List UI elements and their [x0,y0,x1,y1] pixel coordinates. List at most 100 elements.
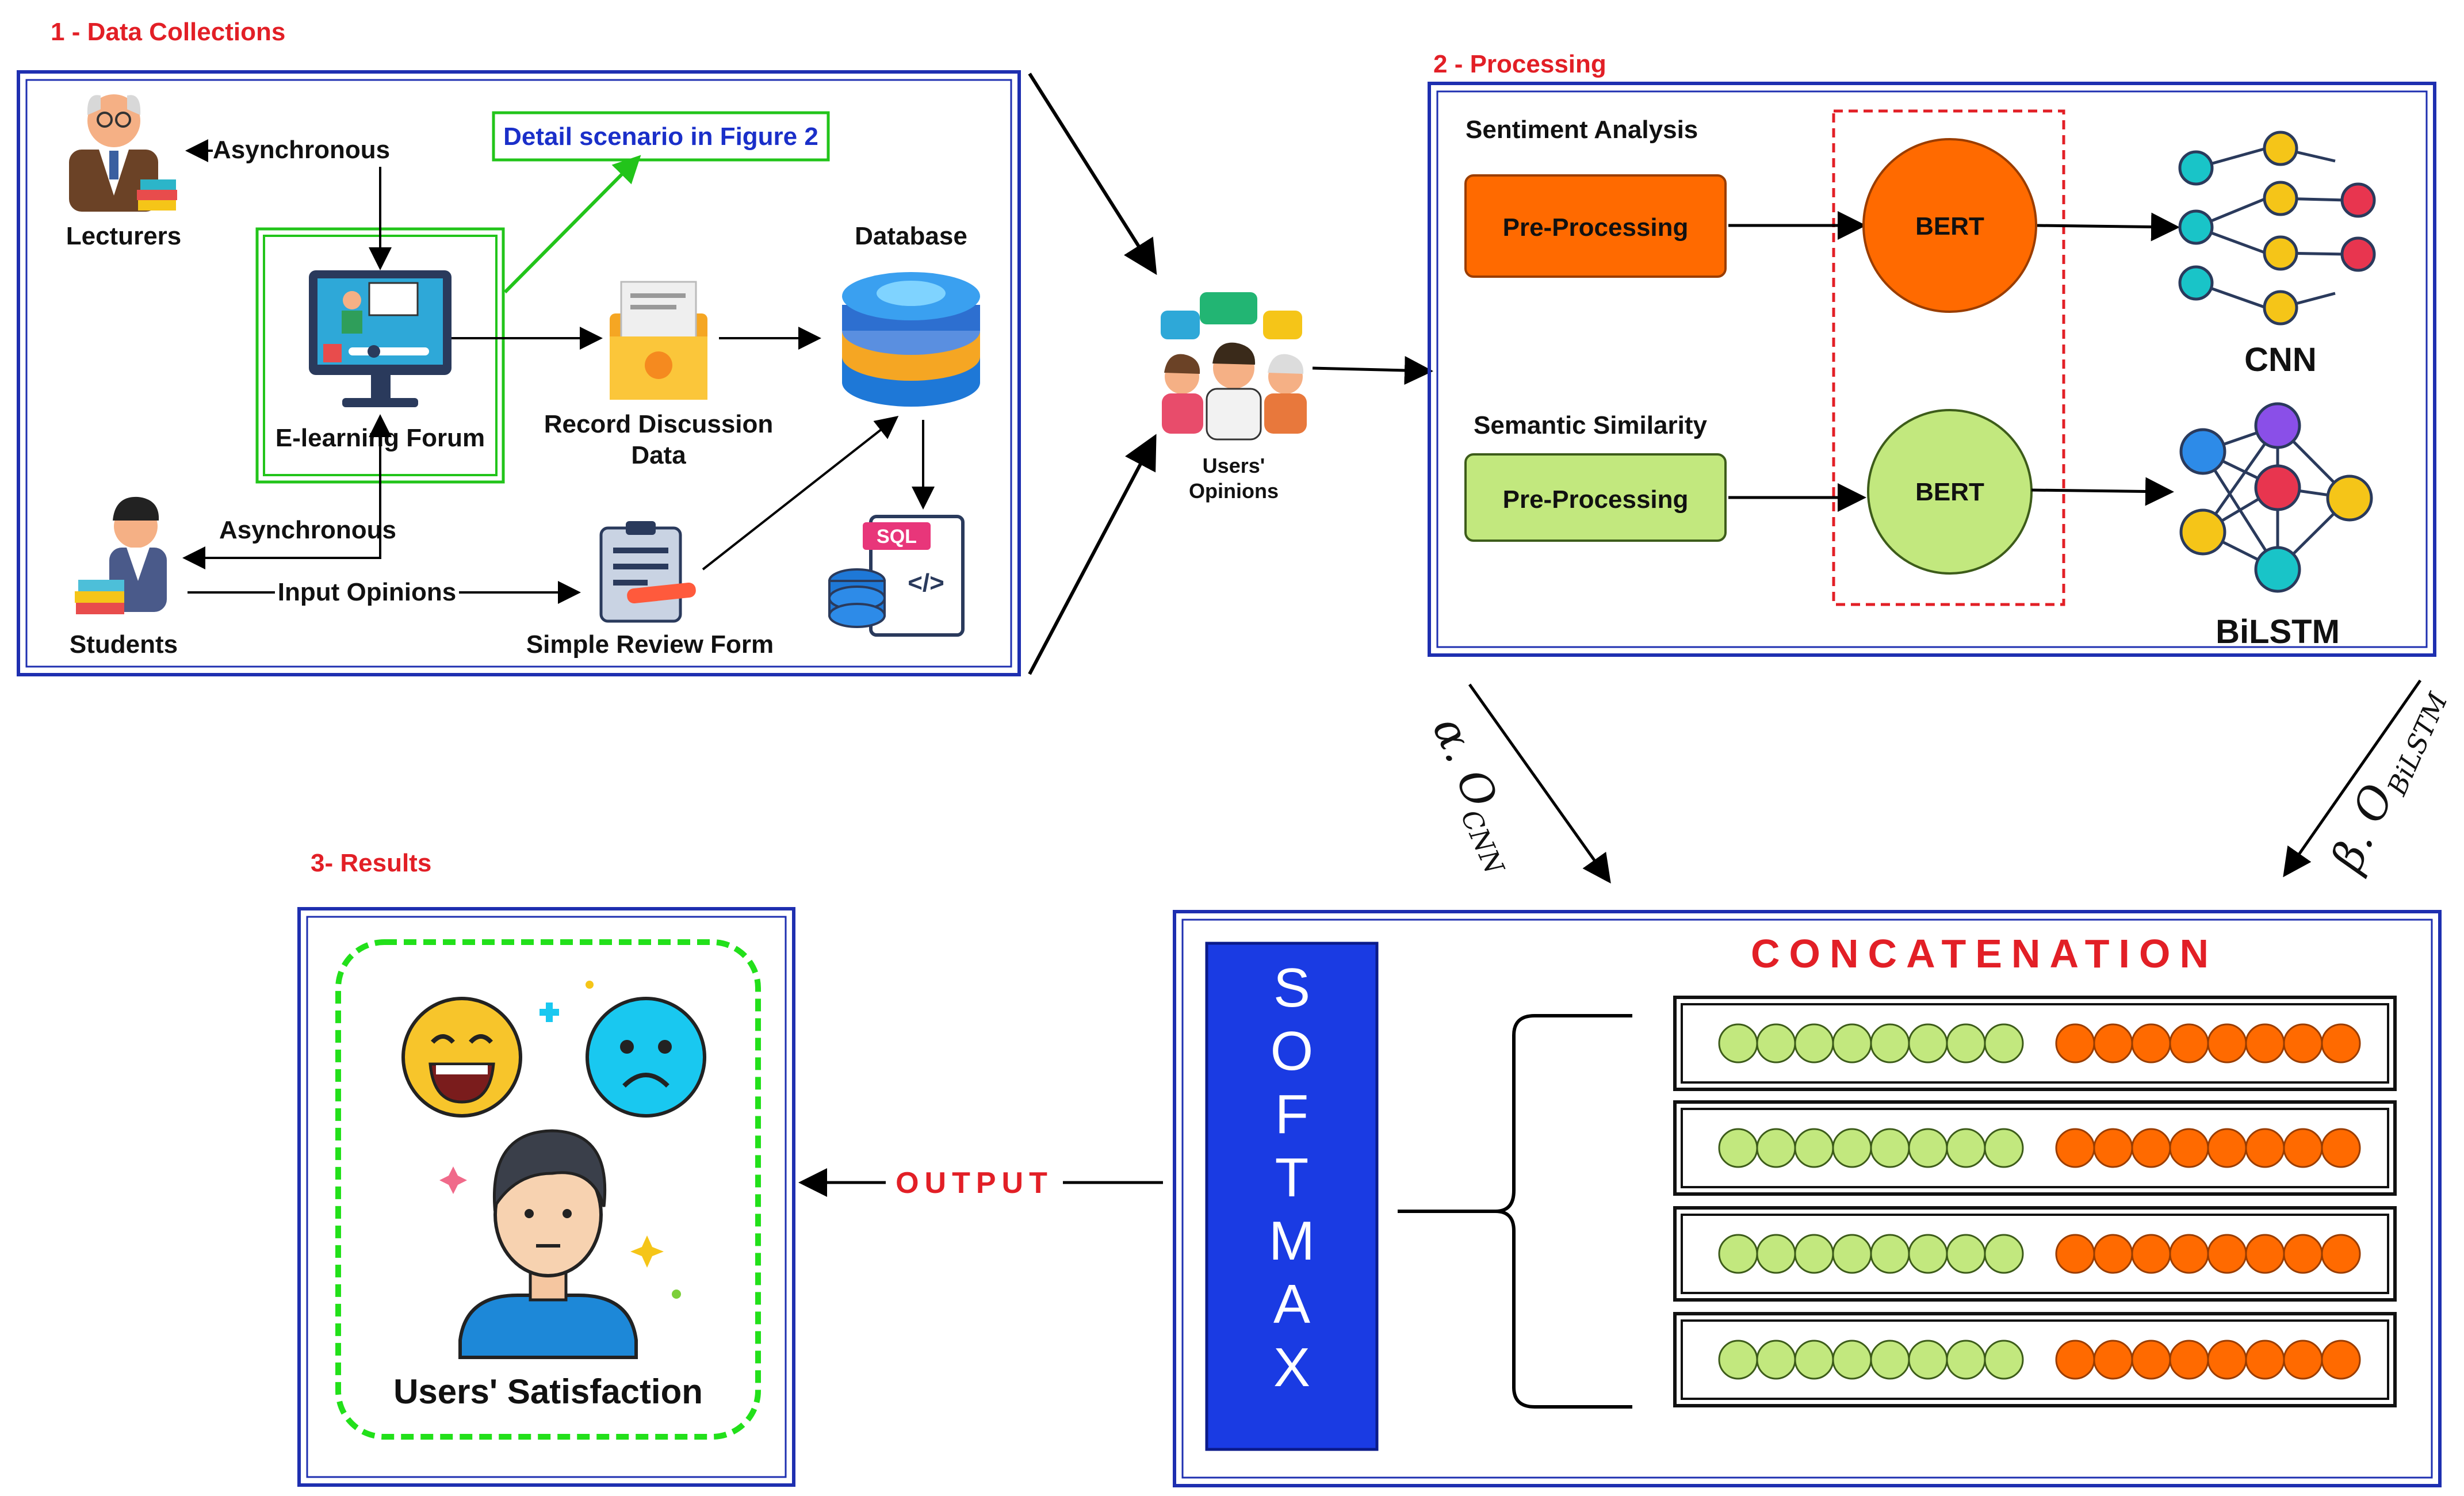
green-feature-node [1718,1023,1758,1063]
arrow-forum-to-detail [503,155,641,294]
concatenation-label: CONCATENATION [1751,931,2218,976]
arrow-bilstm-to-concat [2283,679,2422,878]
orange-feature-node [2321,1128,2361,1168]
lecturer-icon [69,94,177,212]
orange-feature-node [2093,1128,2133,1168]
green-feature-node [1718,1340,1758,1380]
orange-feature-node [2093,1234,2133,1274]
record-discussion-label-1: Record Discussion [544,410,774,438]
softmax-letter: X [1273,1337,1310,1398]
beta-bilstm-weight: β. OBiLSTM [2320,676,2454,882]
bert-top-circle [1862,138,2037,313]
arrow-bert-to-bilstm [2031,477,2174,506]
orange-feature-node [2207,1234,2247,1274]
data-collections-box [17,70,1021,676]
orange-feature-node [2055,1128,2095,1168]
results-box [297,907,795,1487]
concatenation-row [1673,1100,2397,1196]
arrow-cnn-to-concat [1468,683,1611,884]
lecturers-label: Lecturers [66,222,182,250]
sentiment-analysis-label: Sentiment Analysis [1466,116,1698,144]
green-feature-node [1908,1234,1948,1274]
orange-feature-node [2131,1234,2171,1274]
student-icon [75,496,167,614]
green-feature-node [1946,1234,1986,1274]
orange-feature-node [2245,1340,2285,1380]
orange-feature-node [2283,1340,2323,1380]
green-feature-node [1946,1340,1986,1380]
orange-feature-node [2055,1234,2095,1274]
cnn-network-icon [2178,131,2376,326]
preprocessing-top-box [1464,174,1727,278]
arrow-users-to-processing [1312,356,1433,385]
preprocessing-bottom-box [1464,453,1727,542]
bert-bottom-label: BERT [1915,478,1984,506]
green-feature-node [1870,1128,1910,1168]
green-feature-node [1832,1023,1872,1063]
softmax-letter: A [1273,1273,1310,1335]
orange-feature-node [2055,1023,2095,1063]
arrow-form-to-database [702,416,899,571]
green-feature-node [1794,1023,1834,1063]
orange-feature-node [2093,1023,2133,1063]
orange-feature-node [2055,1340,2095,1380]
satisfaction-dashed-frame [335,939,761,1440]
green-feature-node [1984,1340,2024,1380]
processing-title: 2 - Processing [1433,50,1606,78]
processing-box [1428,82,2436,657]
fusion-box [1173,910,2442,1487]
orange-feature-node [2321,1023,2361,1063]
concatenation-rows [1673,996,2397,1407]
green-feature-node [1908,1340,1948,1380]
orange-feature-node [2169,1340,2209,1380]
orange-feature-node [2169,1128,2209,1168]
green-feature-node [1984,1128,2024,1168]
green-feature-node [1794,1340,1834,1380]
cnn-label: CNN [2244,341,2317,378]
concatenation-row [1673,1206,2397,1302]
green-feature-node [1946,1023,1986,1063]
results-title: 3- Results [311,849,431,877]
green-feature-node [1718,1234,1758,1274]
sad-face-icon [586,997,706,1118]
svg-text:</>: </> [908,569,944,597]
green-feature-node [1756,1023,1796,1063]
green-feature-node [1984,1023,2024,1063]
users-opinions-icon [1161,292,1307,441]
orange-feature-node [2169,1023,2209,1063]
green-feature-node [1718,1128,1758,1168]
orange-feature-node [2131,1128,2171,1168]
green-feature-node [1984,1234,2024,1274]
bilstm-network-icon [2179,402,2373,593]
orange-feature-node [2131,1340,2171,1380]
green-feature-node [1756,1234,1796,1274]
svg-text:α. OCNN: α. OCNN [1417,709,1535,879]
orange-feature-node [2207,1340,2247,1380]
happy-face-icon [401,997,522,1118]
record-discussion-label-2: Data [631,441,686,469]
arrow-box1-bottom-to-users [1028,434,1157,675]
users-satisfaction-label: Users' Satisfaction [393,1372,703,1411]
output-label: OUTPUT [896,1166,1053,1200]
users-opinions-label-1: Users' [1203,454,1265,477]
orange-feature-node [2131,1023,2171,1063]
softmax-block [1205,942,1379,1451]
svg-text:SQL: SQL [877,526,917,548]
green-feature-node [1908,1128,1948,1168]
monitor-icon [309,270,452,407]
rows-bracket [1398,1014,1632,1409]
arrow-bert-to-cnn [2037,212,2180,242]
detail-scenario-box [492,111,830,162]
preprocessing-bottom-label: Pre-Processing [1503,485,1689,514]
arrow-box1-top-to-users [1028,72,1157,276]
svg-text:β. OBiLSTM: β. OBiLSTM [2320,676,2454,882]
concatenation-row [1673,996,2397,1091]
orange-feature-node [2283,1234,2323,1274]
orange-feature-node [2245,1128,2285,1168]
orange-feature-node [2283,1128,2323,1168]
softmax-letter: T [1275,1147,1309,1208]
folder-icon [610,281,707,400]
green-feature-node [1908,1023,1948,1063]
bert-bottom-circle [1867,409,2033,575]
